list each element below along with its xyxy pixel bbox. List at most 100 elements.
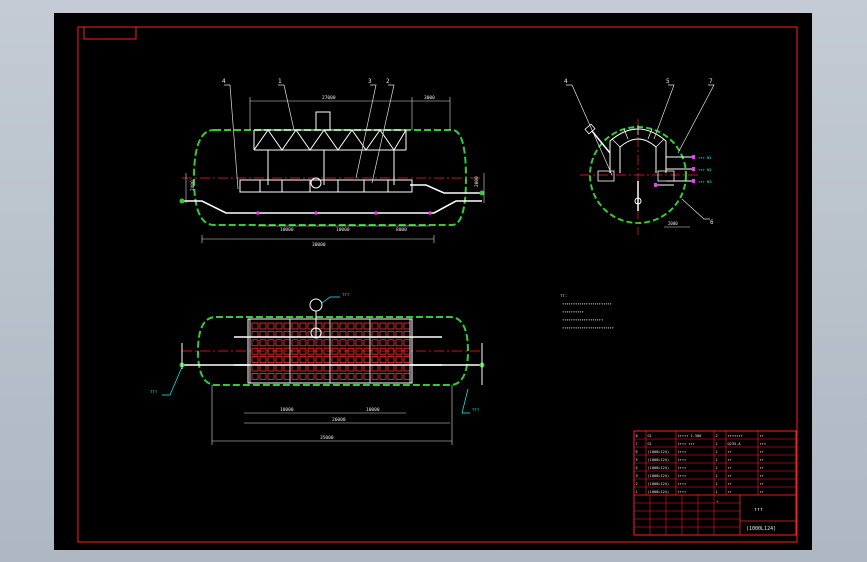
svg-text:4: 4 [222,78,226,85]
diffuser-cell [347,364,355,372]
drawing-title: ттт [754,507,763,513]
diffuser-cell [355,322,363,330]
diffuser-cell [363,372,371,380]
diffuser-cell [395,339,403,347]
bom-cell-no: 6 [636,450,638,454]
diffuser-cell [283,364,291,372]
note-line-2: тттттттттт [562,310,584,314]
diffuser-cell [379,339,387,347]
diffuser-cell [283,356,291,364]
bom-cell-mass: тт [760,458,764,462]
diffuser-cell [355,347,363,355]
diffuser-cell [395,356,403,364]
diffuser-cell [339,356,347,364]
top-truss [253,129,407,185]
svg-text:2400: 2400 [190,180,196,191]
diffuser-cell [299,339,307,347]
bom-cell-name: тттт [678,466,687,470]
diffuser-cell [387,339,395,347]
bom-cell-material: тт [728,482,732,486]
diffuser-cell [339,339,347,347]
diffuser-cell [283,322,291,330]
svg-text:27000: 27000 [322,95,336,101]
bom-cell-name: тттт [678,474,687,478]
diffuser-cell [371,339,379,347]
diffuser-cell [331,322,339,330]
diffuser-cell [403,356,411,364]
diffuser-cell [379,347,387,355]
drawing-code: (1000L124) [746,526,776,532]
svg-text:2000: 2000 [668,221,678,226]
diffuser-cell [379,364,387,372]
diffuser-cell [251,372,259,380]
drawing-number-box [83,26,137,40]
diffuser-cell [363,322,371,330]
diffuser-cell [347,322,355,330]
svg-text:6: 6 [710,219,714,226]
diffuser-cell [387,364,395,372]
diffuser-cell [403,364,411,372]
bom-cell-mass: ттт [760,442,767,446]
diffuser-cell [371,356,379,364]
diffuser-cell [307,322,315,330]
diffuser-cell [267,364,275,372]
diffuser-cell [307,372,315,380]
diffuser-cell [323,356,331,364]
internal-pipe-assembly [239,177,413,193]
diffuser-cell [347,347,355,355]
diffuser-cell [395,347,403,355]
svg-text:2: 2 [386,78,390,85]
diffuser-cell [267,347,275,355]
diffuser-cell [315,364,323,372]
diffuser-cell [315,356,323,364]
diffuser-cell [363,356,371,364]
diffuser-cell [251,364,259,372]
diffuser-cell [339,372,347,380]
plan-leader-labels: ттттттттт [150,292,480,412]
svg-text:10000: 10000 [336,227,350,233]
svg-text:18000: 18000 [280,407,294,413]
diffuser-cell [283,372,291,380]
diffuser-cell [275,356,283,364]
support-markers [256,211,432,215]
diffuser-cell [275,339,283,347]
diffuser-cell [251,339,259,347]
notes-title: тт: [560,293,567,298]
inclined-nozzle [591,130,611,154]
svg-text:35000: 35000 [320,435,334,441]
bom-cell-code: (1000L124) [648,474,670,478]
diffuser-cell [387,356,395,364]
bom-cell-qty: 1 [716,490,718,494]
svg-text:26000: 26000 [332,417,346,423]
diffuser-cell [299,372,307,380]
diffuser-grid [249,319,411,383]
svg-text:4: 4 [564,78,568,85]
bom-cell-code: G1 [648,442,652,446]
diffuser-cell [275,347,283,355]
sign-grid [634,495,740,535]
diffuser-cell [355,356,363,364]
diffuser-cell [371,364,379,372]
bom-cell-material: тт [728,474,732,478]
bom-cell-mass: тт [760,474,764,478]
bom-cell-qty: 1 [716,450,718,454]
plan-leaders [162,296,470,414]
diffuser-cell [315,347,323,355]
diffuser-cell [299,347,307,355]
diffuser-cell [403,339,411,347]
svg-text:3000: 3000 [424,95,435,101]
diffuser-cell [403,322,411,330]
bom-cell-mass: тт [760,450,764,454]
diffuser-cell [275,372,283,380]
arch-ribs [611,125,665,148]
diffuser-cell [355,372,363,380]
svg-text:ттт N1: ттт N1 [698,155,712,160]
diffuser-cell [267,356,275,364]
nozzle-flanges [654,155,695,187]
diffuser-cell [275,322,283,330]
